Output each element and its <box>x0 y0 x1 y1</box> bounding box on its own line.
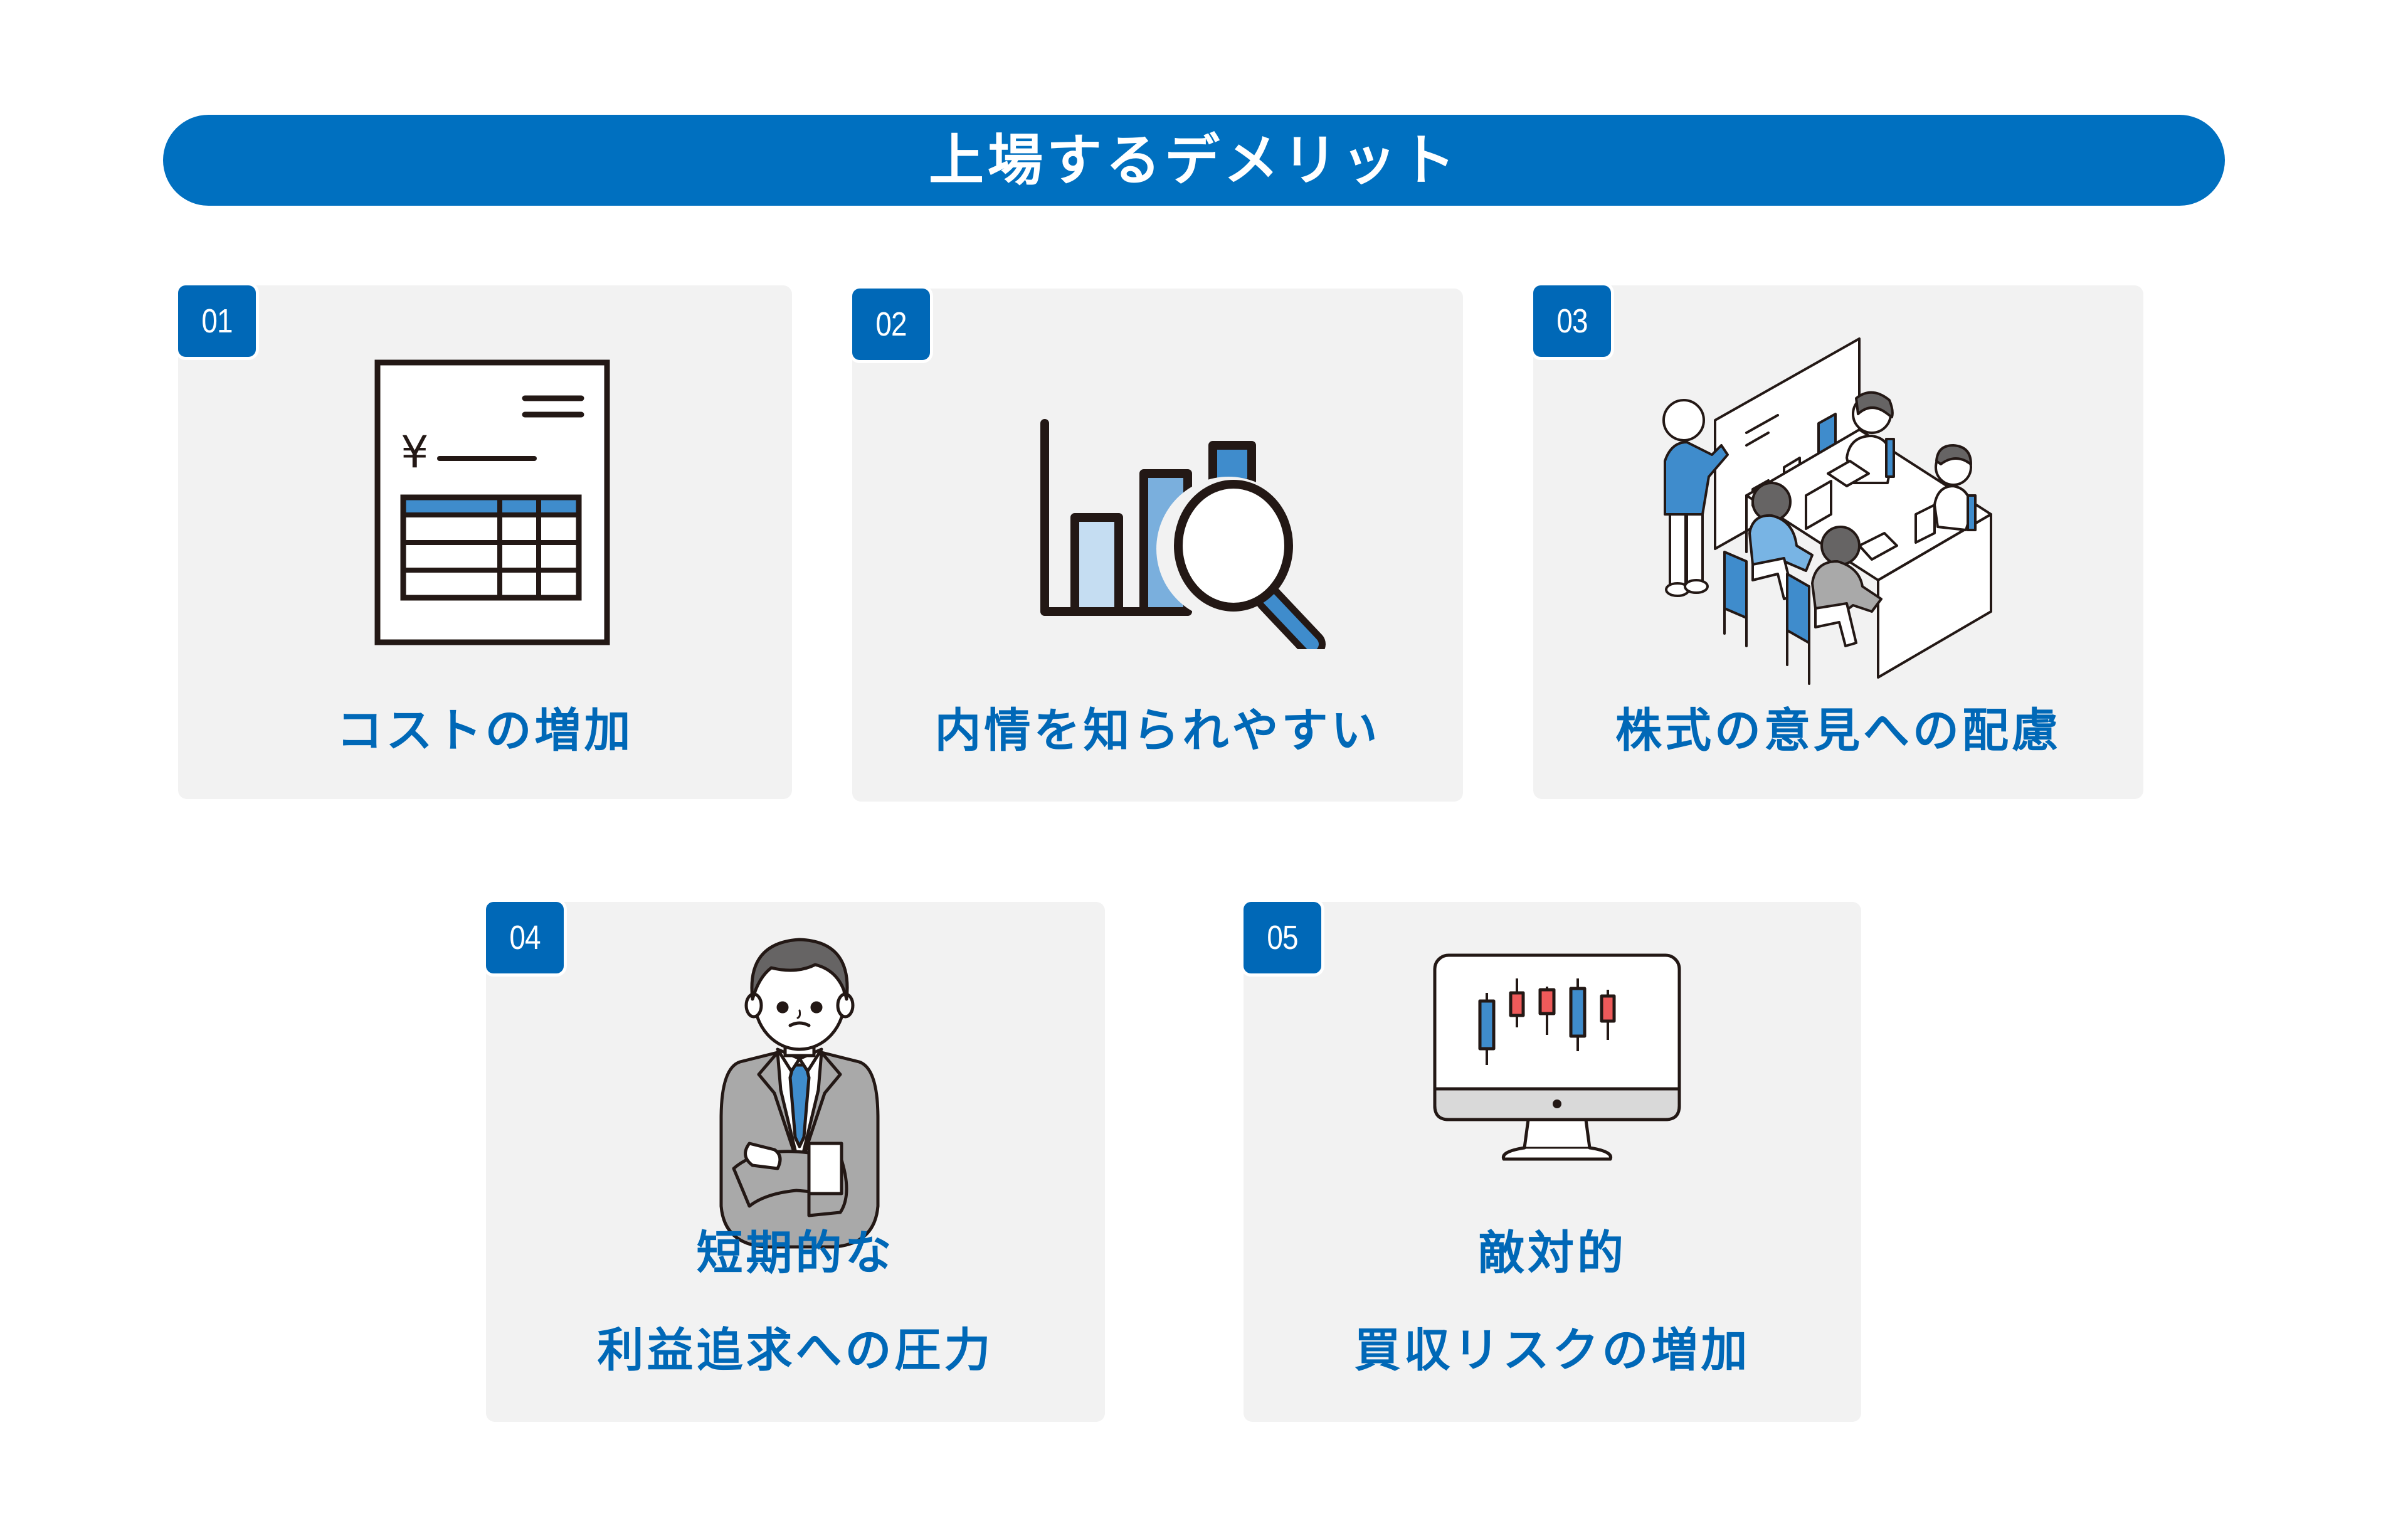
card-label-line-1: 短期的な <box>696 1226 895 1280</box>
card-number-badge: 01 <box>178 285 256 357</box>
card-number-badge: 05 <box>1244 902 1321 973</box>
title-banner: 上場するデメリット <box>163 115 2225 206</box>
card-short-term-profit-pressure: 04 <box>486 902 1105 1422</box>
card-label-line-1: 敵対的 <box>1478 1226 1627 1280</box>
svg-text:¥: ¥ <box>401 427 429 478</box>
worried-businessman-illustration <box>715 930 884 1250</box>
card-number-badge: 04 <box>486 902 564 973</box>
card-label-line-2: 利益追求への圧力 <box>597 1323 994 1377</box>
card-internal-info-exposure: 02 内情を知られやすい <box>852 289 1463 802</box>
bar-chart-magnifier-icon <box>1037 417 1332 649</box>
card-label: コストの増加 <box>336 704 634 758</box>
shareholder-meeting-illustration <box>1659 332 2035 696</box>
card-shareholder-opinion: 03 <box>1533 285 2143 799</box>
card-number-badge: 02 <box>852 289 930 360</box>
card-label: 株式の意見への配慮 <box>1615 704 2061 758</box>
card-hostile-takeover-risk: 05 敵対的 買収リスクの増加 <box>1244 902 1861 1422</box>
invoice-document-icon: ¥ <box>374 359 610 645</box>
monitor-candlestick-chart-icon <box>1432 952 1682 1162</box>
card-label-line-2: 買収リスクの増加 <box>1354 1323 1751 1377</box>
card-cost-increase: 01 ¥ コストの増加 <box>178 285 792 799</box>
card-label: 内情を知られやすい <box>934 704 1381 758</box>
page-title: 上場するデメリット <box>928 127 1459 193</box>
card-number-badge: 03 <box>1533 285 1611 357</box>
